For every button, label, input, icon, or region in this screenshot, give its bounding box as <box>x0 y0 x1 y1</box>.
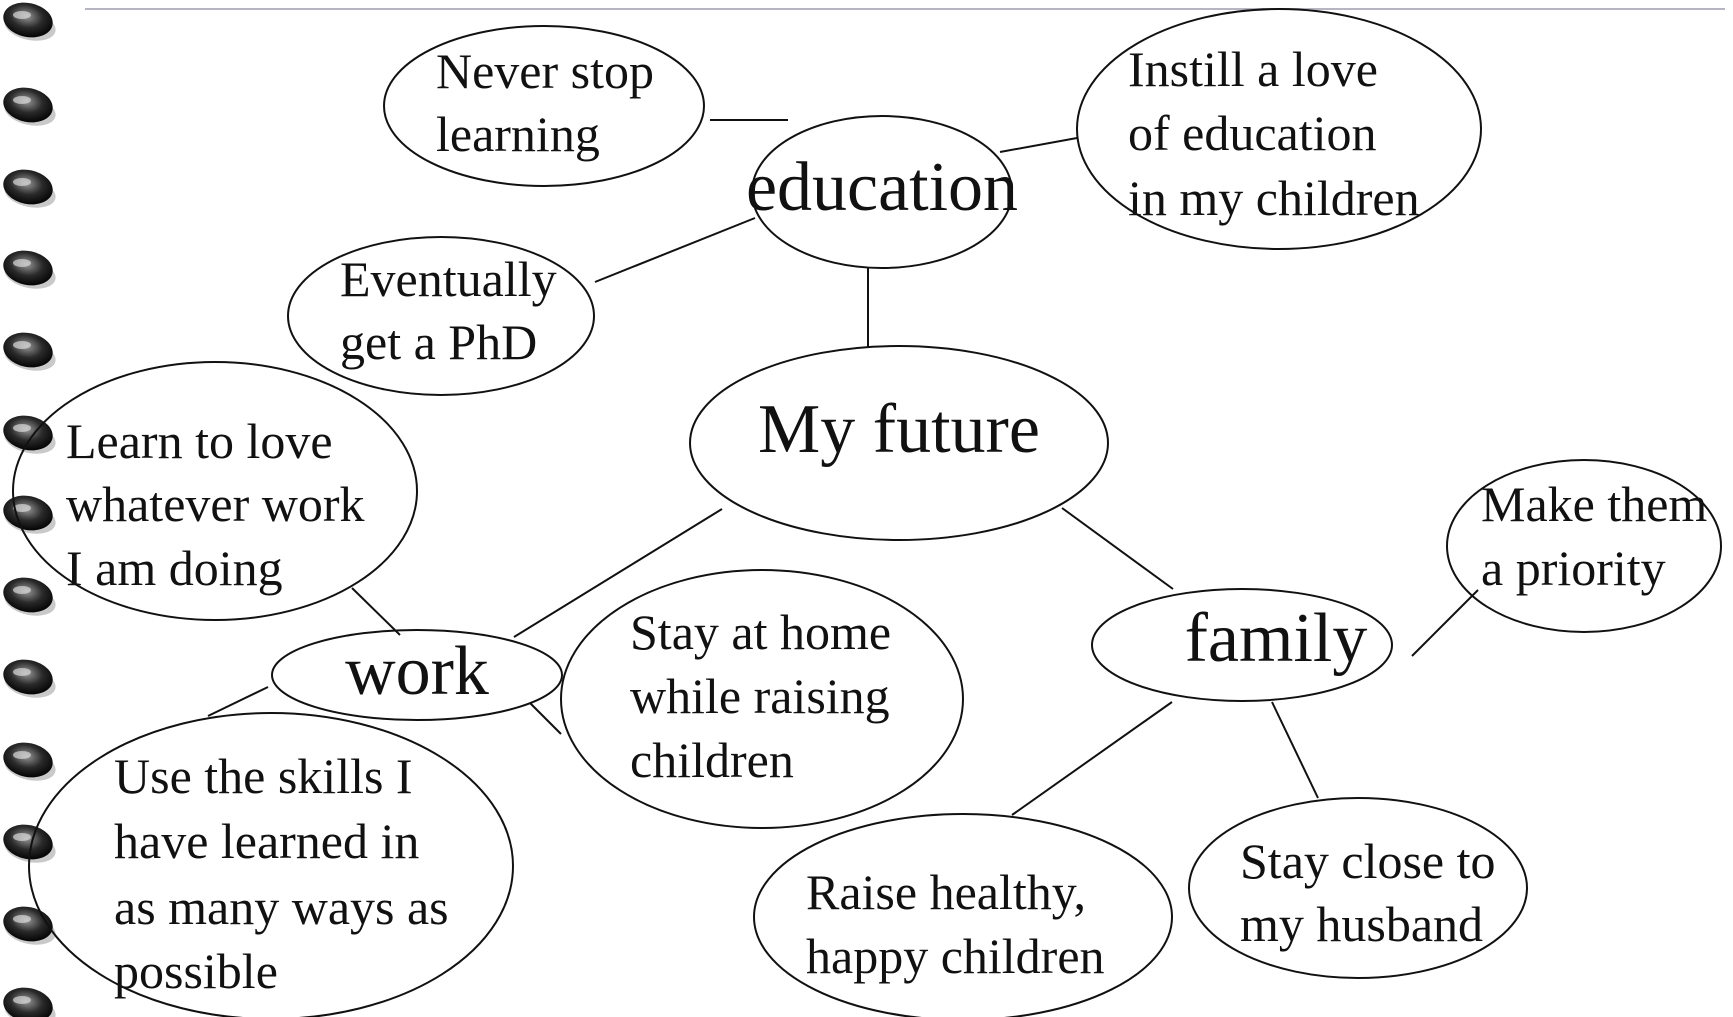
stay-at-home-text: Stay at home while raising children <box>630 604 891 788</box>
instill-line-3: in my children <box>1128 170 1420 226</box>
instill-love-bubble <box>1076 8 1482 250</box>
connectors <box>207 119 1479 816</box>
work-bubble <box>271 629 563 721</box>
work-label: work <box>345 633 489 710</box>
connector-education-instill <box>999 137 1078 153</box>
connector-family-husband <box>1271 701 1319 799</box>
my-future-label: My future <box>758 391 1040 468</box>
connector-center-family <box>1061 507 1174 590</box>
notebook-rings <box>3 2 56 1017</box>
use-skills-line-4: possible <box>114 943 278 999</box>
stay-home-line-1: Stay at home <box>630 604 891 660</box>
connector-center-work <box>513 508 723 638</box>
connector-family-raise <box>1011 701 1173 816</box>
phd-line-2: get a PhD <box>340 314 537 370</box>
my-future-bubble <box>689 345 1109 541</box>
use-skills-text: Use the skills I have learned in as many… <box>114 748 449 999</box>
raise-line-1: Raise healthy, <box>806 864 1086 920</box>
binding-ring <box>3 332 56 371</box>
use-skills-line-1: Use the skills I <box>114 748 413 804</box>
learn-to-love-bubble <box>12 361 418 621</box>
binding-ring <box>3 659 56 698</box>
stay-close-text: Stay close to my husband <box>1240 833 1496 952</box>
instill-love-text: Instill a love of education in my childr… <box>1128 41 1420 226</box>
connector-work-learn-love <box>351 587 401 636</box>
connector-work-stay-home <box>529 702 562 735</box>
binding-ring <box>3 906 56 945</box>
raise-children-text: Raise healthy, happy children <box>806 864 1105 984</box>
binding-ring <box>3 742 56 781</box>
stay-close-bubble <box>1188 797 1528 979</box>
stay-at-home-bubble <box>560 569 964 829</box>
instill-line-1: Instill a love <box>1128 41 1378 97</box>
education-bubble <box>751 115 1013 269</box>
family-bubble <box>1091 588 1393 702</box>
use-skills-bubble <box>28 712 514 1017</box>
learn-love-line-3: I am doing <box>66 540 283 596</box>
priority-line-2: a priority <box>1481 540 1666 596</box>
raise-children-bubble <box>753 813 1173 1017</box>
never-stop-line-1: Never stop <box>436 43 654 99</box>
stay-close-line-2: my husband <box>1240 896 1483 952</box>
binding-ring <box>3 169 56 208</box>
learn-love-line-2: whatever work <box>66 476 365 532</box>
make-priority-text: Make them a priority <box>1481 476 1707 596</box>
instill-line-2: of education <box>1128 105 1377 161</box>
binding-ring <box>3 824 56 863</box>
connector-education-phd <box>594 217 756 283</box>
binding-ring <box>3 2 56 41</box>
raise-line-2: happy children <box>806 928 1105 984</box>
family-label: family <box>1185 600 1368 677</box>
education-label: education <box>746 149 1018 226</box>
stay-home-line-3: children <box>630 732 794 788</box>
eventually-phd-bubble <box>287 236 595 396</box>
make-priority-bubble <box>1446 459 1722 633</box>
stay-home-line-2: while raising <box>630 668 890 724</box>
binding-ring <box>3 987 56 1017</box>
phd-line-1: Eventually <box>340 251 557 307</box>
learn-love-line-1: Learn to love <box>66 413 333 469</box>
binding-ring <box>3 495 56 534</box>
eventually-phd-text: Eventually get a PhD <box>340 251 557 370</box>
never-stop-learning-bubble <box>383 25 705 187</box>
connector-work-use-skills <box>207 686 269 717</box>
priority-line-1: Make them <box>1481 476 1707 532</box>
never-stop-learning-text: Never stop learning <box>436 43 654 162</box>
binding-ring <box>3 577 56 616</box>
binding-ring <box>3 87 56 126</box>
use-skills-line-3: as many ways as <box>114 879 449 935</box>
learn-to-love-text: Learn to love whatever work I am doing <box>66 413 365 596</box>
binding-ring <box>3 250 56 289</box>
connector-family-priority <box>1411 589 1479 657</box>
never-stop-line-2: learning <box>436 106 600 162</box>
stay-close-line-1: Stay close to <box>1240 833 1496 889</box>
use-skills-line-2: have learned in <box>114 813 419 869</box>
